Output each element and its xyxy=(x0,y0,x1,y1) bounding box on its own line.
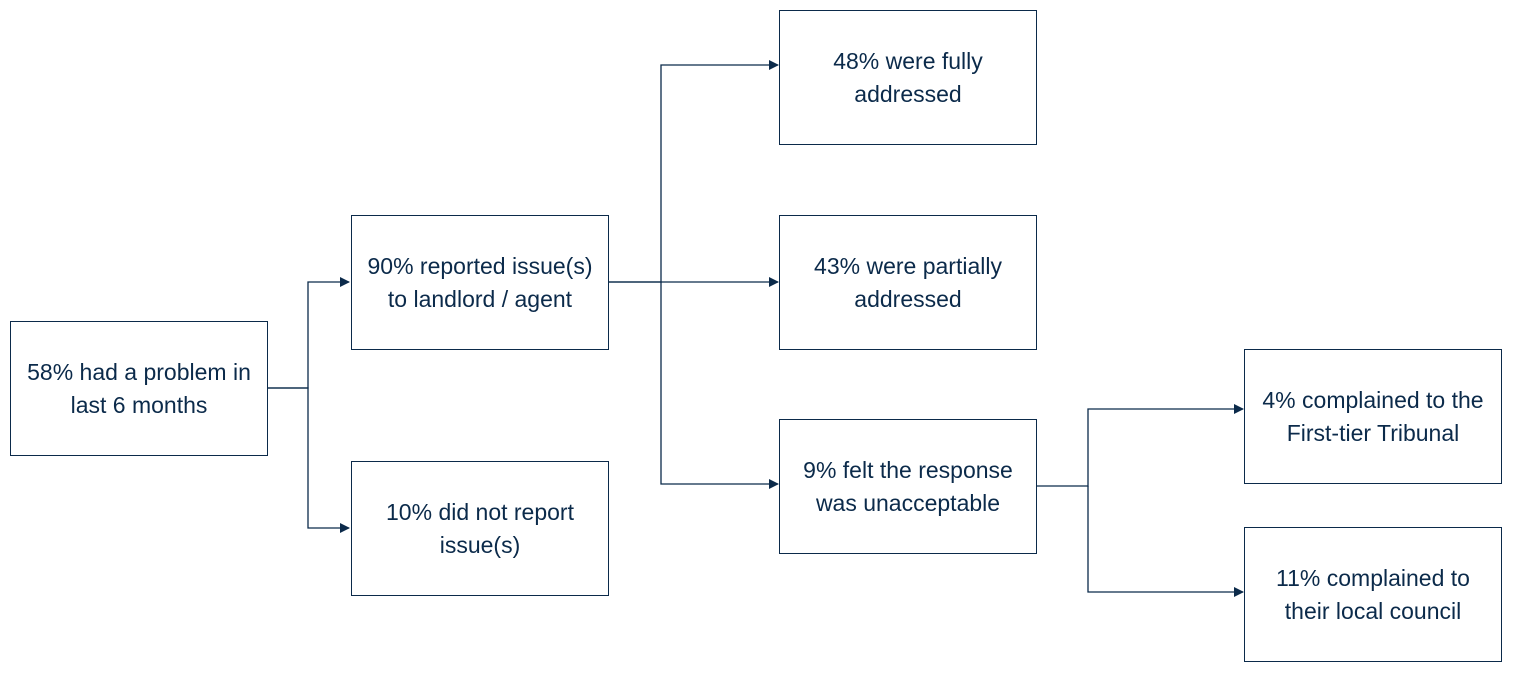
node-unacceptable-label: 9% felt the response was unacceptable xyxy=(803,456,1013,516)
node-had-problem: 58% had a problem in last 6 months xyxy=(10,321,268,456)
node-not-reported-label: 10% did not report issue(s) xyxy=(386,498,574,558)
node-fully-addressed: 48% were fully addressed xyxy=(779,10,1037,145)
connector-unacceptable-to-tribunal xyxy=(1037,404,1244,487)
node-partially-addressed: 43% were partially addressed xyxy=(779,215,1037,350)
node-reported: 90% reported issue(s) to landlord / agen… xyxy=(351,215,609,350)
node-tribunal: 4% complained to the First-tier Tribunal xyxy=(1244,349,1502,484)
node-council: 11% complained to their local council xyxy=(1244,527,1502,662)
node-not-reported: 10% did not report issue(s) xyxy=(351,461,609,596)
connector-reported-to-fully xyxy=(609,60,779,283)
node-unacceptable: 9% felt the response was unacceptable xyxy=(779,419,1037,554)
node-had-problem-label: 58% had a problem in last 6 months xyxy=(27,358,251,418)
node-partially-addressed-label: 43% were partially addressed xyxy=(814,252,1002,312)
connector-unacceptable-to-council xyxy=(1087,486,1244,597)
connector-problem-to-not-reported xyxy=(268,387,350,533)
node-reported-label: 90% reported issue(s) to landlord / agen… xyxy=(367,252,593,312)
connector-problem-to-reported xyxy=(268,277,350,389)
node-fully-addressed-label: 48% were fully addressed xyxy=(833,47,983,107)
node-council-label: 11% complained to their local council xyxy=(1276,564,1470,624)
connector-reported-to-unacceptable xyxy=(660,282,779,489)
node-tribunal-label: 4% complained to the First-tier Tribunal xyxy=(1262,386,1484,446)
